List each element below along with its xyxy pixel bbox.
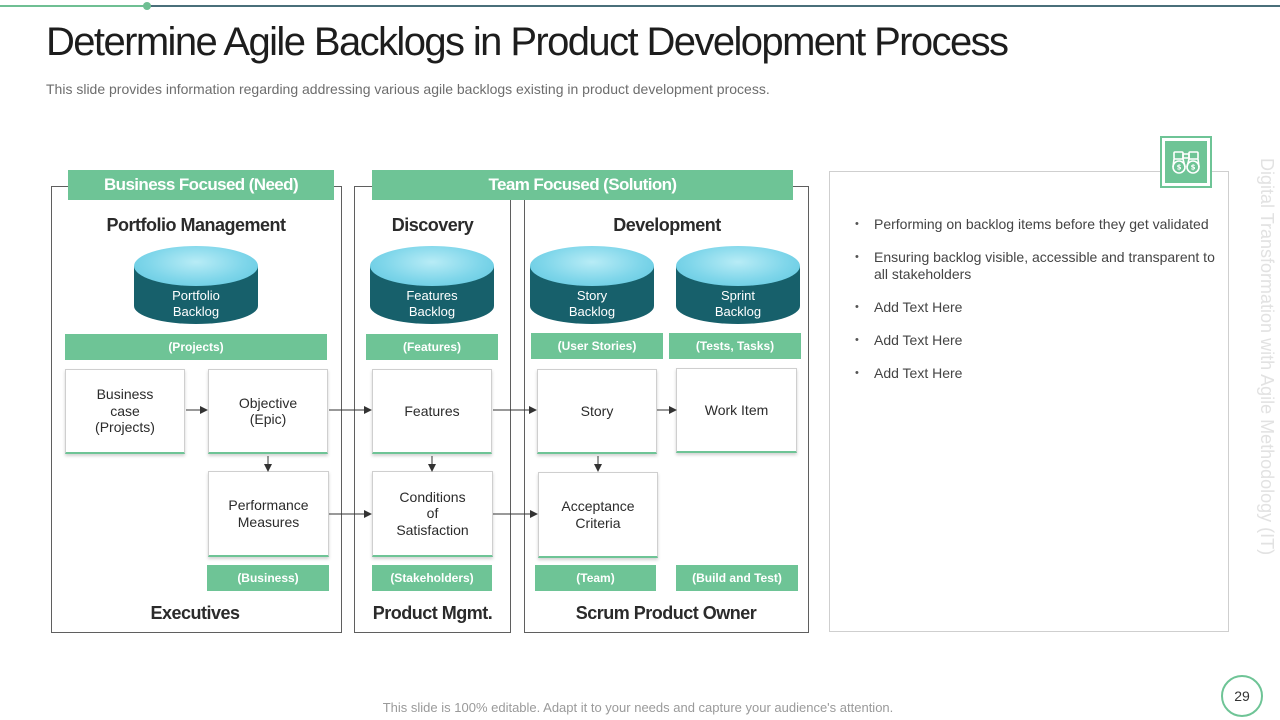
- story-backlog-cylinder: Story Backlog: [530, 246, 654, 326]
- page-number: 29: [1221, 675, 1263, 717]
- features-tag: (Features): [366, 334, 498, 360]
- footer-note: This slide is 100% editable. Adapt it to…: [382, 700, 894, 715]
- team-focused-header: Team Focused (Solution): [372, 170, 793, 200]
- user-stories-tag: (User Stories): [531, 333, 663, 359]
- bullet-item: Performing on backlog items before they …: [845, 216, 1215, 233]
- stakeholders-tag: (Stakeholders): [372, 565, 492, 591]
- features-backlog-cylinder: Features Backlog: [370, 246, 494, 326]
- portfolio-backlog-label: Portfolio Backlog: [172, 288, 220, 319]
- conditions-of-satisfaction-box: Conditions of Satisfaction: [372, 471, 493, 557]
- performance-measures-box: Performance Measures: [208, 471, 329, 557]
- executives-label: Executives: [150, 603, 240, 623]
- business-focused-header: Business Focused (Need): [68, 170, 334, 200]
- svg-text:$: $: [1191, 164, 1196, 172]
- bullet-item: Add Text Here: [845, 365, 1215, 382]
- work-item-box: Work Item: [676, 368, 797, 453]
- info-bullet-list: Performing on backlog items before they …: [845, 216, 1215, 398]
- svg-text:$: $: [1177, 164, 1182, 172]
- tests-tasks-tag: (Tests, Tasks): [669, 333, 801, 359]
- sprint-backlog-cylinder: Sprint Backlog: [676, 246, 800, 326]
- slide-title: Determine Agile Backlogs in Product Deve…: [46, 20, 1009, 64]
- bullet-item: Add Text Here: [845, 299, 1215, 316]
- story-backlog-label: Story Backlog: [568, 288, 616, 319]
- top-divider-dot: [143, 2, 151, 10]
- bullet-item: Ensuring backlog visible, accessible and…: [845, 249, 1215, 283]
- binoculars-icon: $ $: [1172, 151, 1200, 174]
- sprint-backlog-label: Sprint Backlog: [714, 288, 762, 319]
- story-box: Story: [537, 369, 657, 454]
- objective-epic-box: Objective (Epic): [208, 369, 328, 454]
- slide-subtitle: This slide provides information regardin…: [46, 81, 770, 97]
- features-box: Features: [372, 369, 492, 454]
- team-tag: (Team): [535, 565, 656, 591]
- vertical-deck-label-text: Digital Transformation with Agile Method…: [1257, 158, 1277, 556]
- portfolio-backlog-cylinder: Portfolio Backlog: [134, 246, 258, 326]
- bullet-item: Add Text Here: [845, 332, 1215, 349]
- vertical-deck-label: Digital Transformation with Agile Method…: [1256, 158, 1277, 558]
- build-and-test-tag: (Build and Test): [676, 565, 798, 591]
- product-mgmt-label: Product Mgmt.: [372, 603, 493, 623]
- top-divider: [0, 5, 1280, 7]
- business-case-box: Business case (Projects): [65, 369, 185, 454]
- scrum-product-owner-label: Scrum Product Owner: [575, 603, 757, 623]
- portfolio-management-heading: Portfolio Management: [106, 215, 286, 235]
- projects-tag: (Projects): [65, 334, 327, 360]
- business-tag: (Business): [207, 565, 329, 591]
- binoculars-icon-box: $ $: [1160, 136, 1212, 188]
- development-heading: Development: [613, 215, 721, 235]
- features-backlog-label: Features Backlog: [406, 288, 458, 319]
- info-panel: [829, 171, 1229, 632]
- acceptance-criteria-box: Acceptance Criteria: [538, 472, 658, 558]
- discovery-heading: Discovery: [391, 215, 474, 235]
